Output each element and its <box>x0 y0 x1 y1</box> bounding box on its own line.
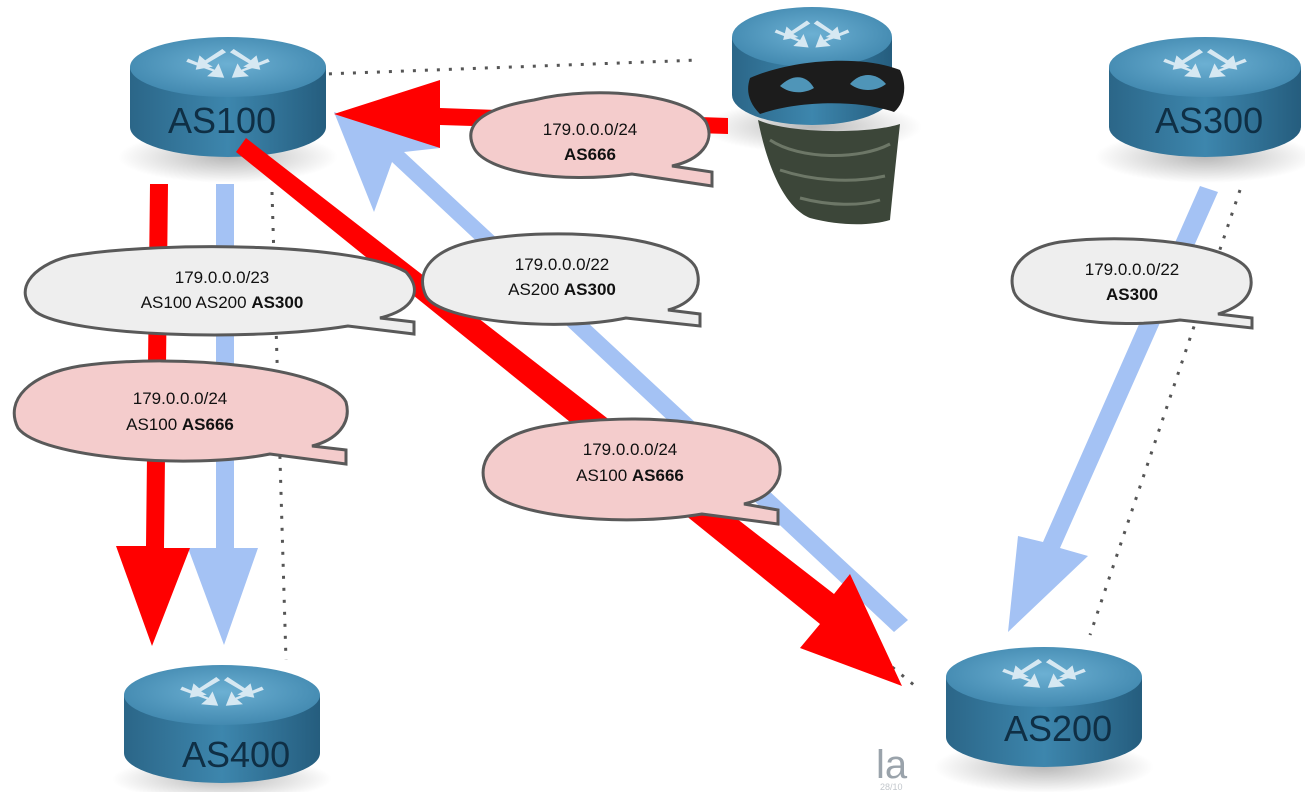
bubble-as200-to-as100-legit: 179.0.0.0/22 AS200 AS300 <box>421 232 702 328</box>
router-as300[interactable]: AS300 <box>1095 37 1305 183</box>
bubble-hijack-to-as100: 179.0.0.0/24 AS666 <box>469 91 714 188</box>
router-label-as400: AS400 <box>182 734 290 775</box>
svg-text:179.0.0.0/24: 179.0.0.0/24 <box>543 120 638 139</box>
bubble-path-bold: AS666 <box>632 466 684 485</box>
bubble-prefix: 179.0.0.0/22 <box>1085 260 1180 279</box>
bubble-prefix: 179.0.0.0/24 <box>583 440 678 459</box>
watermark: la 28/10 <box>876 743 908 792</box>
bubble-path: AS200 <box>508 280 559 299</box>
masked-bandit-icon <box>748 60 905 225</box>
bubble-prefix: 179.0.0.0/22 <box>515 255 610 274</box>
bubble-prefix: 179.0.0.0/24 <box>543 120 638 139</box>
legit-route-arrows <box>188 112 1218 645</box>
bubble-prefix: 179.0.0.0/24 <box>133 389 228 408</box>
bubble-as100-to-as400-hijack: 179.0.0.0/24 AS100 AS666 <box>12 359 349 466</box>
watermark-text: la <box>876 743 908 787</box>
bubble-path: AS100 AS200 <box>141 293 247 312</box>
router-as200[interactable]: AS200 <box>934 647 1154 792</box>
bubble-path-bold: AS300 <box>564 280 616 299</box>
bubble-path: AS100 <box>576 466 627 485</box>
svg-text:179.0.0.0/22: 179.0.0.0/22 <box>1085 260 1180 279</box>
router-label-as100: AS100 <box>168 100 276 141</box>
svg-text:AS200 AS300: AS200 AS300 <box>508 280 616 299</box>
svg-text:AS100 AS666: AS100 AS666 <box>576 466 684 485</box>
router-as400[interactable]: AS400 <box>112 665 332 792</box>
svg-text:179.0.0.0/24: 179.0.0.0/24 <box>583 440 678 459</box>
router-as100[interactable]: AS100 <box>118 37 338 183</box>
router-label-as300: AS300 <box>1155 100 1263 141</box>
bubble-path: AS100 <box>126 415 177 434</box>
bubble-as100-to-as400-legit: 179.0.0.0/23 AS100 AS200 AS300 <box>23 245 416 337</box>
bubble-as300-to-as200-legit: 179.0.0.0/22 AS300 <box>1010 237 1254 330</box>
svg-text:AS100 AS666: AS100 AS666 <box>126 415 234 434</box>
svg-text:AS300: AS300 <box>1106 285 1158 304</box>
bubble-path-bold: AS300 <box>1106 285 1158 304</box>
bubble-path-bold: AS300 <box>251 293 303 312</box>
svg-text:AS100 AS200 AS30: AS100 AS200 AS300 <box>141 293 304 312</box>
svg-text:179.0.0.0/22: 179.0.0.0/22 <box>515 255 610 274</box>
watermark-subtext: 28/10 <box>880 782 903 792</box>
bubble-as100-to-as200-hijack: 179.0.0.0/24 AS100 AS666 <box>481 417 782 526</box>
svg-text:179.0.0.0/24: 179.0.0.0/24 <box>133 389 228 408</box>
svg-text:AS666: AS666 <box>564 145 616 164</box>
router-label-as200: AS200 <box>1004 708 1112 749</box>
svg-text:179.0.0.0/23: 179.0.0.0/23 <box>175 268 270 287</box>
bubble-path-bold: AS666 <box>564 145 616 164</box>
bubble-prefix: 179.0.0.0/23 <box>175 268 270 287</box>
bubble-path-bold: AS666 <box>182 415 234 434</box>
